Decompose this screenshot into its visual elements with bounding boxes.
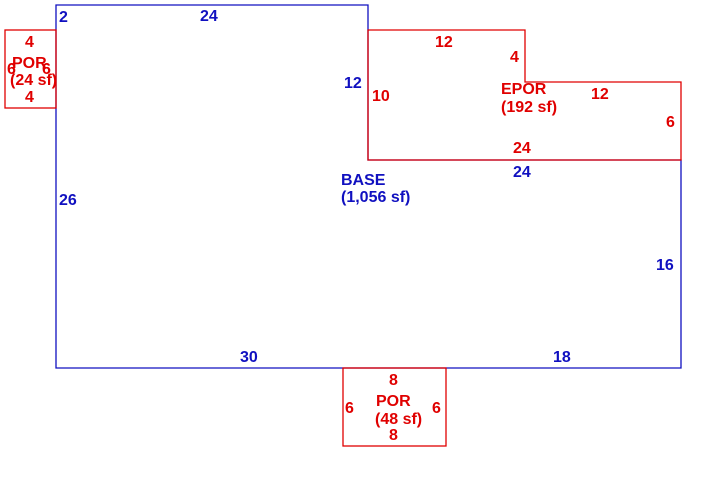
epor-dim-top: 12 (435, 34, 453, 51)
epor-area: (192 sf) (501, 99, 557, 116)
por-bottom-area: (48 sf) (375, 411, 422, 428)
por-left-dim-right: 6 (42, 61, 51, 78)
por-left-area: (24 sf) (10, 72, 57, 89)
por-bottom-name: POR (376, 393, 411, 410)
por-bottom-dim-bottom: 8 (389, 427, 398, 444)
por-bottom-outline (342, 367, 447, 447)
por-bottom-dim-left: 6 (345, 400, 354, 417)
base-dim-left-top: 2 (59, 9, 68, 26)
epor-dim-upper-right: 12 (591, 86, 609, 103)
base-dim-notch-side: 12 (344, 75, 362, 92)
base-area: (1,056 sf) (341, 189, 410, 206)
por-left-outline (4, 29, 57, 109)
base-dim-bottom-left: 30 (240, 349, 258, 366)
por-left-dim-left: 6 (7, 61, 16, 78)
por-left-name: POR (12, 55, 47, 72)
por-bottom-dim-top: 8 (389, 372, 398, 389)
epor-dim-notch: 4 (510, 49, 519, 66)
base-dim-left: 26 (59, 192, 77, 209)
base-dim-step: 24 (513, 164, 531, 181)
base-dim-bottom-right: 18 (553, 349, 571, 366)
base-dim-top: 24 (200, 8, 218, 25)
por-bottom-dim-right: 6 (432, 400, 441, 417)
por-left-dim-bottom: 4 (25, 89, 34, 106)
epor-dim-left: 10 (372, 88, 390, 105)
base-dim-right: 16 (656, 257, 674, 274)
por-left-dim-top: 4 (25, 34, 34, 51)
epor-dim-bottom: 24 (513, 140, 531, 157)
epor-dim-right: 6 (666, 114, 675, 131)
base-name: BASE (341, 172, 386, 189)
epor-name: EPOR (501, 81, 547, 98)
epor-outline (367, 29, 682, 161)
